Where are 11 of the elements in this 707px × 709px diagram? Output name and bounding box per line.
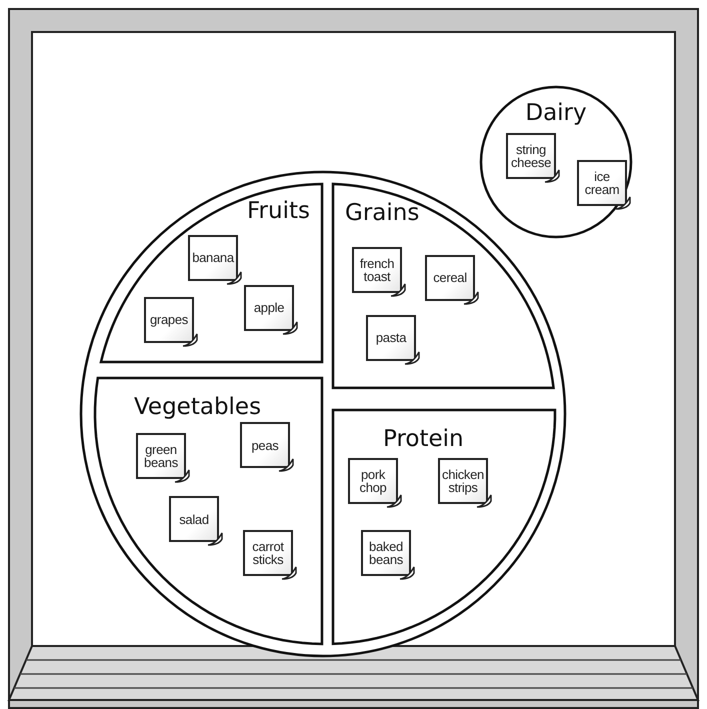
plate-section (95, 378, 322, 644)
plate-section (333, 410, 555, 644)
food-group-title: Dairy (525, 102, 587, 125)
plate (80, 171, 566, 657)
food-group-title: Grains (345, 202, 420, 225)
food-group-title: Fruits (247, 200, 310, 223)
food-group-title: Protein (383, 428, 464, 451)
plate-section (100, 184, 322, 362)
dairy-circle (480, 86, 632, 238)
food-group-title: Vegetables (134, 396, 262, 419)
plate-section (333, 184, 554, 388)
